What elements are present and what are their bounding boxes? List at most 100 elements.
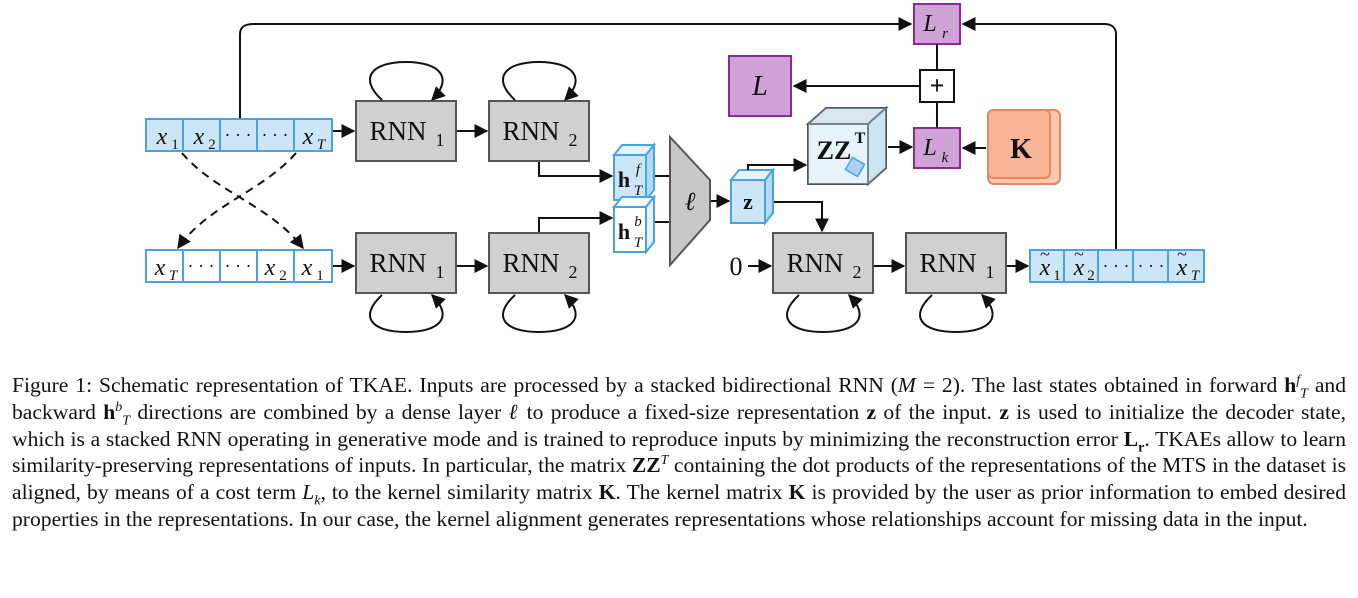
decoder-rnn2: RNN 2	[772, 232, 874, 334]
arrow	[747, 158, 808, 172]
arrow	[774, 201, 829, 233]
zz-label: ZZ	[817, 136, 852, 165]
total-loss-L: L	[728, 55, 792, 117]
caption-math: L	[302, 480, 315, 505]
sum-node: +	[919, 69, 955, 103]
ellipsis: · · ·	[1138, 256, 1165, 276]
caption-text: . The kernel matrix	[615, 480, 789, 505]
caption-math-sub: T	[1300, 386, 1308, 402]
caption-text: directions are combined by a dense layer	[130, 399, 509, 424]
encoder-backward-rnn1: RNN 1	[355, 232, 457, 334]
output-to-Lr-arrow	[961, 17, 1117, 249]
caption-math: K	[598, 480, 616, 505]
input-sequence-backward: x T · · · · · · x 2 x 1	[145, 249, 333, 284]
caption-math-sup: T	[660, 453, 669, 469]
x-index: T	[1191, 268, 1201, 284]
arrow	[538, 162, 614, 183]
caption-text: and backward	[12, 373, 1347, 424]
ellipsis: · · ·	[1103, 256, 1130, 276]
rnn-label: RNN	[786, 248, 843, 278]
rnn-index: 2	[569, 262, 578, 282]
input-to-Lr-arrow	[239, 17, 913, 118]
recurrent-loop	[369, 60, 446, 101]
caption-math: ZZ	[631, 453, 661, 478]
rnn-index: 1	[436, 130, 445, 150]
decoder-rnn1: RNN 1	[905, 232, 1007, 334]
caption-math: M	[897, 373, 916, 397]
encoder-backward-rnn2: RNN 2	[488, 232, 590, 334]
x1-label: x	[301, 255, 313, 281]
loss-label: L	[751, 71, 768, 102]
ellipsis: · · ·	[225, 256, 252, 276]
rnn-label: RNN	[502, 248, 559, 278]
caption-math-sup: f	[1296, 372, 1301, 388]
recurrent-loop	[786, 294, 863, 334]
caption-math: L	[1123, 426, 1139, 451]
x1-index: 1	[316, 268, 324, 284]
recurrent-loop	[919, 294, 996, 334]
caption-text: is used to initialize the decoder state,…	[12, 399, 1346, 451]
x2-index: 2	[279, 268, 287, 284]
input-sequence-forward: x 1 x 2 · · · · · · x T	[145, 118, 333, 153]
reconstruction-loss-Lr: L r	[913, 3, 961, 45]
forward-last-state-hTf: h f T	[611, 142, 657, 203]
plus-label: +	[930, 71, 945, 100]
xT-index: T	[169, 268, 179, 284]
arrow	[538, 211, 614, 232]
alignment-loss-Lk: L k	[913, 127, 961, 169]
z-label: z	[743, 189, 753, 214]
recurrent-loop	[502, 60, 579, 101]
loss-label: L	[922, 11, 936, 37]
rnn-index: 1	[436, 262, 445, 282]
zz-transpose-matrix: ZZ T	[805, 105, 889, 187]
rnn-index: 2	[853, 262, 862, 282]
caption-text: . TKAEs allow to learn similarity-preser…	[12, 426, 1346, 478]
caption-text: containing the dot products of the repre…	[12, 453, 1346, 505]
rnn-label: RNN	[919, 248, 976, 278]
zero-input-label: 0	[730, 252, 743, 281]
encoder-forward-rnn2: RNN 2	[488, 60, 590, 162]
tilde-mark: ~	[1074, 244, 1084, 264]
caption-math: ℓ	[508, 399, 520, 424]
h-subscript: T	[634, 235, 644, 251]
x1-index: 1	[171, 137, 179, 153]
reconstructed-sequence: x ~ 1 x ~ 2 · · · · · · x ~ T	[1029, 244, 1205, 284]
caption-math-h: h	[103, 399, 116, 424]
caption-text: , to the kernel similarity matrix	[320, 480, 599, 505]
caption-math: K	[788, 480, 806, 505]
rnn-label: RNN	[369, 116, 426, 146]
loss-label: L	[922, 135, 936, 161]
caption-text: Figure 1: Schematic representation of TK…	[12, 373, 898, 397]
ellipsis: · · ·	[188, 256, 215, 276]
caption-math-h: h	[1284, 373, 1297, 397]
ellipsis: · · ·	[262, 125, 289, 145]
tilde-mark: ~	[1177, 244, 1187, 264]
x1-label: x	[156, 124, 168, 150]
x-tilde-label: x	[1039, 255, 1051, 281]
rnn-index: 2	[569, 130, 578, 150]
reverse-arrow	[177, 152, 297, 250]
zz-superscript: T	[855, 130, 866, 147]
ell-label: ℓ	[685, 187, 696, 216]
caption-text: of the input.	[876, 399, 1000, 424]
caption-text: = 2). The last states obtained in forwar…	[915, 373, 1285, 397]
rnn-label: RNN	[369, 248, 426, 278]
x-tilde-label: x	[1073, 255, 1085, 281]
h-label: h	[618, 167, 630, 192]
figure-caption: Figure 1: Schematic representation of TK…	[12, 372, 1346, 533]
caption-math: z	[999, 399, 1009, 424]
tkae-schematic-diagram: x 1 x 2 · · · · · · x T x T · · · · · · …	[145, 3, 1205, 334]
x2-label: x	[193, 124, 205, 150]
kernel-matrix-K: K	[987, 109, 1061, 185]
recurrent-loop	[369, 294, 446, 334]
caption-text: is provided by the user as prior informa…	[12, 480, 1346, 531]
tilde-mark: ~	[1040, 244, 1050, 264]
caption-text: to produce a fixed-size representation	[519, 399, 867, 424]
h-subscript: T	[634, 183, 644, 199]
caption-math: z	[866, 399, 877, 424]
h-superscript: b	[634, 214, 642, 230]
rnn-index: 1	[986, 262, 995, 282]
k-label: K	[1010, 134, 1032, 165]
reverse-arrow	[181, 152, 304, 250]
caption-math-sub: T	[122, 413, 131, 429]
